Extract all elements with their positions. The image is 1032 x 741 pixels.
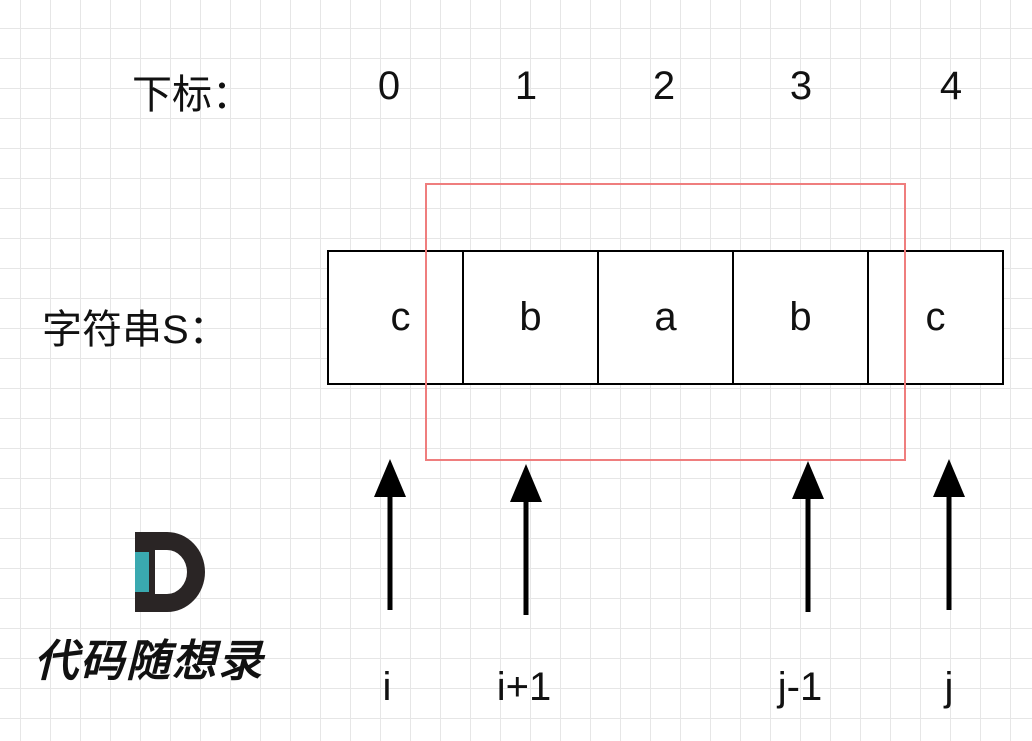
string-row-label: 字符串S：	[42, 308, 229, 352]
pointer-arrow-i-plus-1	[510, 464, 542, 615]
pointer-label-i-plus-1: i+1	[496, 665, 552, 709]
string-cell-4: c	[867, 250, 1004, 385]
index-label-3: 3	[789, 64, 813, 108]
string-cell-char: c	[925, 295, 946, 339]
pointer-arrow-j-minus-1	[792, 461, 824, 612]
logo-text: 代码随想录	[34, 636, 264, 687]
index-label-4: 4	[939, 64, 963, 108]
string-cell-char: b	[789, 295, 812, 339]
pointer-label-j-minus-1: j-1	[777, 665, 823, 709]
string-cell-2: a	[597, 250, 734, 385]
logo: 代码随想录	[30, 530, 310, 687]
index-label-0: 0	[377, 64, 401, 108]
pointer-arrow-j	[933, 459, 965, 610]
string-cell-1: b	[462, 250, 599, 385]
logo-d-icon	[135, 532, 205, 612]
string-cell-char: b	[519, 295, 542, 339]
string-cell-char: a	[654, 295, 677, 339]
string-cell-0: c	[327, 250, 464, 385]
index-row-label: 下标：	[132, 73, 252, 117]
pointer-label-j: j	[944, 665, 954, 709]
index-label-1: 1	[514, 64, 538, 108]
string-cell-char: c	[390, 295, 411, 339]
pointer-arrow-i	[374, 459, 406, 610]
pointer-label-i: i	[382, 665, 392, 709]
substring-highlight-box	[425, 183, 906, 461]
index-label-2: 2	[652, 64, 676, 108]
